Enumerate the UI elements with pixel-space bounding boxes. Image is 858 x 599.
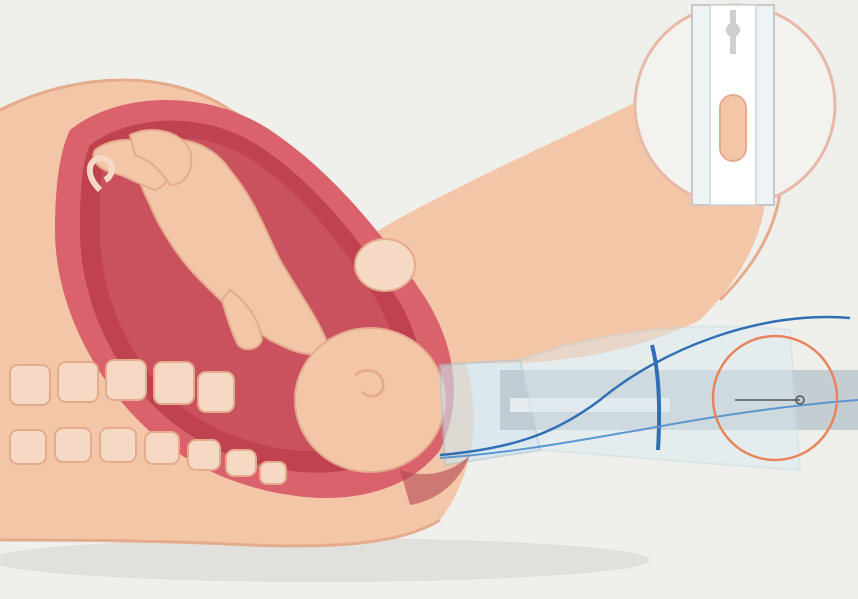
vertebra <box>154 362 194 404</box>
vertebra <box>188 440 220 470</box>
fetus-head <box>295 328 445 472</box>
vertebra <box>55 428 91 462</box>
vertebra <box>106 360 146 400</box>
vertebra <box>58 362 98 402</box>
vertebra <box>100 428 136 462</box>
vertebra <box>198 372 234 412</box>
magnified-rod <box>730 10 736 54</box>
vertebra <box>10 365 50 405</box>
vertebra <box>145 432 179 464</box>
vertebra <box>226 450 256 476</box>
vertebra <box>10 430 46 464</box>
magnified-window <box>720 95 746 161</box>
magnifier-inset <box>635 5 835 205</box>
bladder <box>355 239 415 291</box>
vertebra <box>260 462 286 484</box>
